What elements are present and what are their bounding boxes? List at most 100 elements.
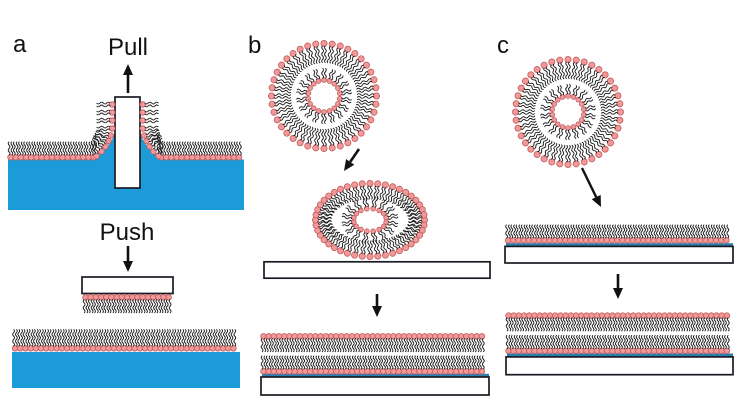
lipid-molecule [389,185,403,204]
lipid-molecule [64,141,71,161]
lipid-molecule [337,185,351,204]
lipid-molecule [702,334,710,354]
lipid-molecule [411,333,418,353]
lipid-molecule [337,45,352,68]
lipid-molecule [209,141,217,161]
lipid-molecule [579,96,594,107]
lipid-molecule [235,141,243,161]
lipid-molecule [376,199,388,214]
lipid-molecule [90,140,100,160]
lipid-molecule [384,183,397,203]
lipid-molecule [588,312,595,332]
lipid-molecule [426,355,434,375]
lipid-molecule [337,124,352,147]
lipid-molecule [676,224,683,244]
lipid-molecule [640,224,647,244]
lipid-molecule [268,99,292,108]
lipid-molecule [155,140,164,160]
lipid-molecule [650,224,657,244]
lipid-molecule [273,109,296,124]
lipid-molecule [118,294,126,314]
lipid-molecule [557,334,564,354]
lipid-molecule [431,333,439,353]
lipid-molecule [640,312,647,332]
lipid-molecule [270,104,294,116]
lipid-molecule [131,328,138,352]
lipid-molecule [681,224,688,244]
lipid-molecule [565,125,571,141]
lipid-molecule [289,121,307,142]
push-arrow-icon [123,246,133,272]
lipid-molecule [556,144,566,168]
lipid-molecule [260,355,267,375]
lipid-molecule [624,224,631,244]
lipid-molecule [604,312,611,332]
lipid-molecule [676,334,684,354]
lipid-molecule [572,312,580,332]
lipid-molecule [162,328,170,352]
lipid-molecule [525,224,532,244]
lipid-molecule [426,333,434,353]
lipid-molecule [718,224,725,244]
lipid-molecule [85,141,92,161]
vesicle-b [268,40,380,152]
lipid-molecule [686,224,694,244]
lipid-molecule [43,328,50,352]
lipid-molecule [567,224,574,244]
lipid-molecule [556,56,565,80]
lipid-molecule [273,68,296,83]
pull-arrow-icon [123,64,133,93]
lipid-molecule [359,333,366,353]
lipid-molecule [22,141,30,161]
lipid-molecule [69,141,77,161]
lipid-molecule [225,141,232,161]
lipid-molecule [522,77,543,95]
lipid-molecule [531,312,538,332]
lipid-molecule [370,228,378,244]
lipid-molecule [692,334,699,354]
lipid-molecule [291,333,298,353]
lipid-molecule [160,294,167,314]
lipid-molecule [296,124,311,147]
lipid-molecule [447,333,454,353]
lipid-molecule [352,226,364,241]
lipid-molecule [661,312,668,332]
lipid-molecule [504,224,512,244]
lipid-molecule [22,328,29,352]
lipid-molecule [108,294,115,314]
water-film-b [262,373,489,377]
lipid-molecule [609,312,616,332]
lipid-molecule [332,126,344,150]
lipid-molecule [17,328,24,352]
lipid-molecule [335,101,349,112]
lipid-molecule [155,294,162,314]
lipid-molecule [512,108,536,116]
fusion-arrow-icon [613,274,623,299]
lipid-molecule [510,334,517,354]
lipid-molecule [150,136,163,155]
lipid-molecule [333,355,340,375]
lipid-molecule [640,334,647,354]
lipid-molecule [343,183,356,203]
lipid-molecule [351,238,361,259]
lipid-molecule [366,240,374,260]
lipid-molecule [345,205,360,217]
lipid-molecule [314,223,334,234]
lipid-molecule [320,40,328,64]
lipid-molecule [514,120,538,132]
lipid-molecule [332,42,344,66]
lipid-molecule [624,312,632,332]
lipid-molecule [312,40,321,64]
lipid-molecule [338,355,345,375]
lipid-molecule [183,328,190,352]
supported-bilayer-b [260,333,486,375]
lipid-molecule [79,328,86,352]
lipid-molecule [541,312,549,332]
lipid-molecule [268,84,292,94]
lipid-molecule [604,334,611,354]
lipid-molecule [536,312,543,332]
lipid-molecule [697,334,705,354]
lipid-molecule [139,125,159,132]
lipid-molecule [364,333,371,353]
lipid-molecule [289,50,306,71]
